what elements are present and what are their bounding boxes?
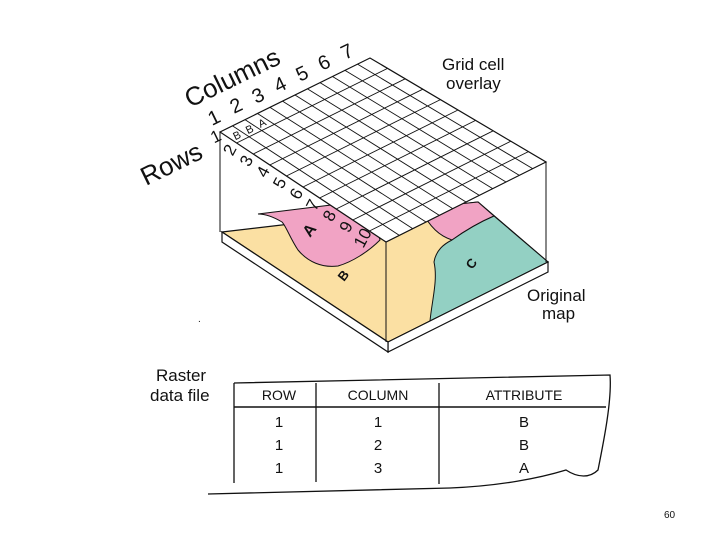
rows-title: Rows (135, 136, 207, 191)
original-map: A B C (220, 199, 550, 354)
page-number: 60 (664, 510, 676, 521)
raster-label-line2: data file (150, 386, 210, 405)
map-slab-side (221, 230, 389, 354)
connector-lines (219, 132, 547, 342)
grid-lines (232, 63, 533, 236)
map-label-line1: Original (527, 286, 586, 305)
table-cell: B (519, 437, 529, 454)
table-body: 1 1 B 1 2 B 1 3 A (275, 414, 529, 477)
table-header-row: ROW COLUMN ATTRIBUTE (262, 387, 562, 403)
table-cell: B (519, 414, 529, 431)
grid-cell-value: B (231, 129, 243, 143)
map-label-line2: map (542, 304, 575, 323)
overlay-label-line1: Grid cell (442, 55, 504, 74)
grid-cell-value: B (244, 123, 256, 137)
table-header-row-col: ROW (262, 387, 297, 403)
table-cell: A (519, 460, 529, 477)
raster-table (207, 374, 611, 495)
column-number: 3 (249, 84, 269, 109)
column-number: 6 (315, 51, 335, 76)
column-number: 4 (271, 73, 291, 98)
grid-line (286, 99, 441, 177)
grid-line (302, 109, 459, 188)
table-cell: 2 (374, 437, 382, 454)
table-header-column-col: COLUMN (348, 387, 409, 403)
raster-label-line1: Raster (156, 366, 206, 385)
grid-line (369, 151, 529, 232)
overlay-label-line2: overlay (446, 74, 501, 93)
table-cell: 1 (374, 414, 382, 431)
grid-line (269, 88, 423, 166)
table-header-attribute-col: ATTRIBUTE (486, 387, 563, 403)
column-number: 2 (227, 94, 247, 119)
grid-line (319, 119, 476, 199)
column-number: 7 (338, 40, 358, 65)
grid-line (335, 130, 494, 210)
grid-line (253, 78, 406, 155)
zone-c-region (429, 215, 549, 322)
table-cell: 1 (275, 414, 283, 431)
grid-line (236, 67, 388, 144)
grid-line (352, 140, 512, 221)
table-page-outline (207, 374, 611, 495)
column-number: 5 (293, 62, 313, 87)
table-cell: 1 (275, 460, 283, 477)
table-cell: 1 (275, 437, 283, 454)
stray-dot: . (198, 314, 201, 325)
table-cell: 3 (374, 460, 382, 477)
